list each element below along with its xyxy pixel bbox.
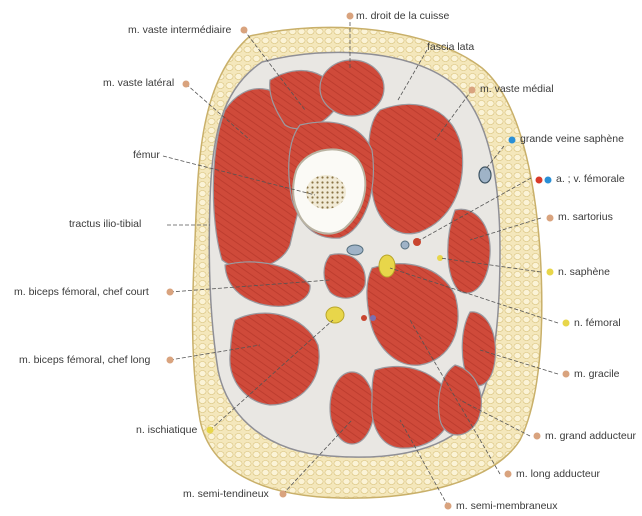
label-tractus-ilio-tibial: tractus ilio-tibial: [69, 218, 141, 230]
label-vaste-lateral: m. vaste latéral: [103, 77, 174, 89]
label-femur: fémur: [133, 149, 160, 161]
label-biceps-court: m. biceps fémoral, chef court: [14, 286, 149, 298]
label-fascia-lata: fascia lata: [427, 41, 474, 53]
label-sartorius: m. sartorius: [558, 211, 613, 223]
label-grand-adducteur: m. grand adducteur: [545, 430, 636, 442]
label-long-adducteur: m. long adducteur: [516, 468, 600, 480]
label-gracile: m. gracile: [574, 368, 620, 380]
label-biceps-long: m. biceps fémoral, chef long: [19, 354, 150, 366]
label-droit-cuisse: m. droit de la cuisse: [356, 10, 449, 22]
label-n-saphene: n. saphène: [558, 266, 610, 278]
label-vaste-medial: m. vaste médial: [480, 83, 554, 95]
label-semi-tendineux: m. semi-tendineux: [183, 488, 269, 500]
label-semi-membraneux: m. semi-membraneux: [456, 500, 558, 512]
label-n-femoral: n. fémoral: [574, 317, 621, 329]
label-vaste-intermediaire: m. vaste intermédiaire: [128, 24, 231, 36]
label-grande-veine-saphene: grande veine saphène: [520, 133, 624, 145]
label-n-ischiatique: n. ischiatique: [136, 424, 197, 436]
label-av-femorale: a. ; v. fémorale: [556, 173, 625, 185]
